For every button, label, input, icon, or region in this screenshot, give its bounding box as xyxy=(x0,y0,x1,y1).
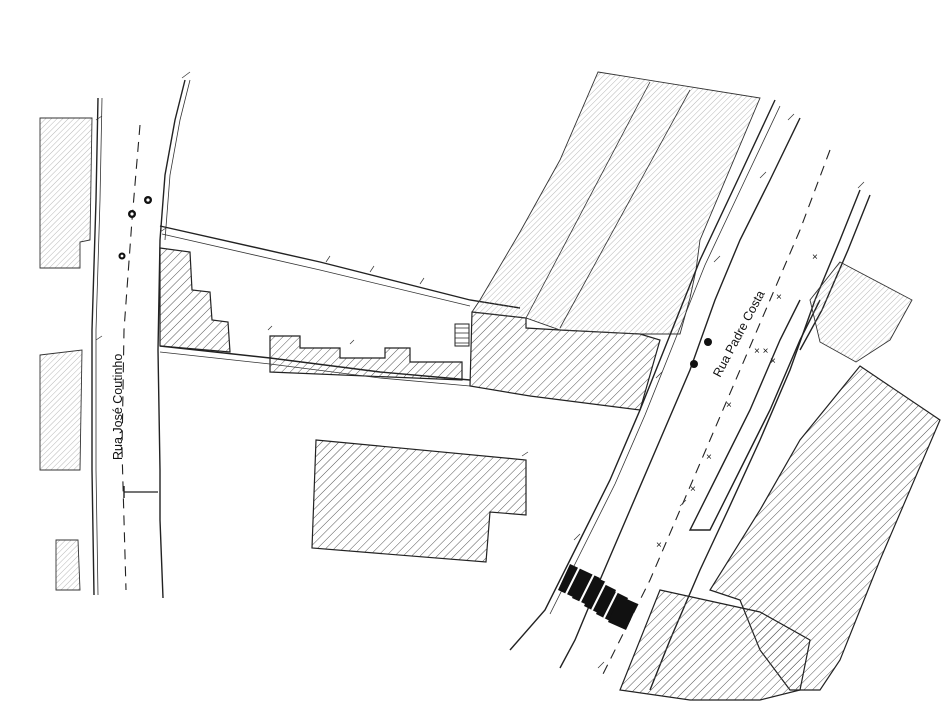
building-lower-right-upper xyxy=(809,261,913,363)
parcel-bottom-wall-inner xyxy=(159,351,471,387)
street-centerline-left xyxy=(121,124,141,591)
svg-text:× ×: × × xyxy=(754,346,769,357)
tree-icon xyxy=(144,196,152,204)
street-edge-left-outer xyxy=(91,97,99,596)
parcel-bottom-wall xyxy=(159,345,471,381)
survey-tick xyxy=(95,71,865,669)
street-edge-right-inner xyxy=(164,79,191,241)
crosswalk-stripes-white xyxy=(565,565,619,619)
building-corner-main xyxy=(469,311,661,411)
svg-text:×: × xyxy=(770,356,776,367)
building-left-mid xyxy=(39,349,83,471)
street-padrecosta-edge-upper-inner xyxy=(549,105,781,615)
building-upper-right-divider xyxy=(559,89,691,329)
svg-text:×: × xyxy=(706,452,712,463)
street-label-ruapadrecosta: Rua Padre Costa xyxy=(710,288,767,379)
crosswalk xyxy=(558,564,638,630)
tree-icon xyxy=(118,252,126,260)
building-parcel-stepped xyxy=(159,247,231,353)
svg-text:×: × xyxy=(776,292,782,303)
stairs xyxy=(454,323,470,347)
svg-text:×: × xyxy=(812,252,818,263)
tree-icon xyxy=(690,360,698,368)
svg-text:×: × xyxy=(656,540,662,551)
building-detached xyxy=(311,439,527,563)
tree-icon xyxy=(704,338,712,346)
street-edge-right-outer xyxy=(157,79,186,599)
parcel-top-wall-inner xyxy=(161,233,471,307)
street-padrecosta-island xyxy=(688,299,821,531)
tree-icon xyxy=(128,210,136,218)
svg-text:×: × xyxy=(690,484,696,495)
building-left-top xyxy=(39,117,93,269)
building-lower-right-bottom xyxy=(619,589,811,701)
building-lower-right-large xyxy=(709,365,941,691)
svg-text:×: × xyxy=(726,400,732,411)
street-label-ruajosecoutinho: Rua José Coutinho xyxy=(111,354,125,460)
street-padrecosta-sidewalk-upper xyxy=(559,117,801,669)
building-upper-right xyxy=(471,71,761,335)
street-padrecosta-edge-upper xyxy=(509,99,776,651)
building-parcel-row xyxy=(269,335,463,381)
building-left-bottom xyxy=(55,539,81,591)
building-upper-right-divider-2 xyxy=(525,81,651,319)
street-edge-left-inner xyxy=(95,97,103,596)
parcel-top-wall xyxy=(159,225,521,309)
